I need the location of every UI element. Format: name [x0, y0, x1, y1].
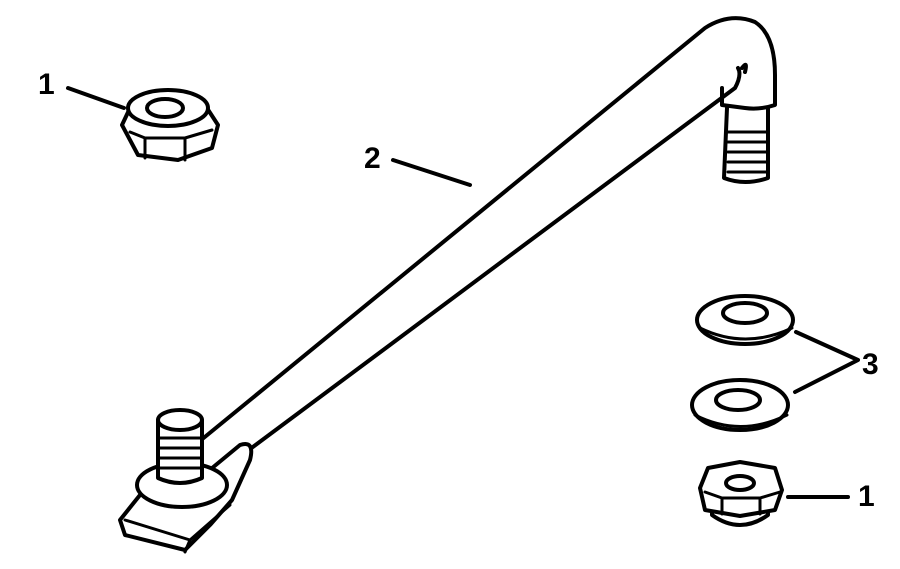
callout-leader-2 [391, 158, 472, 187]
callout-2: 2 [364, 142, 381, 175]
callout-1-top: 1 [38, 68, 55, 101]
washer-bottom-icon [690, 378, 790, 432]
callout-1-bottom: 1 [858, 480, 875, 513]
callout-3: 3 [862, 348, 879, 381]
flange-nut-top-icon [120, 88, 220, 162]
callout-leader-3 [793, 330, 860, 394]
flange-nut-bottom-icon [698, 460, 784, 527]
washer-top-icon [695, 294, 795, 346]
callout-leader-1-top [66, 86, 126, 110]
steering-link-rod-icon [118, 16, 777, 554]
